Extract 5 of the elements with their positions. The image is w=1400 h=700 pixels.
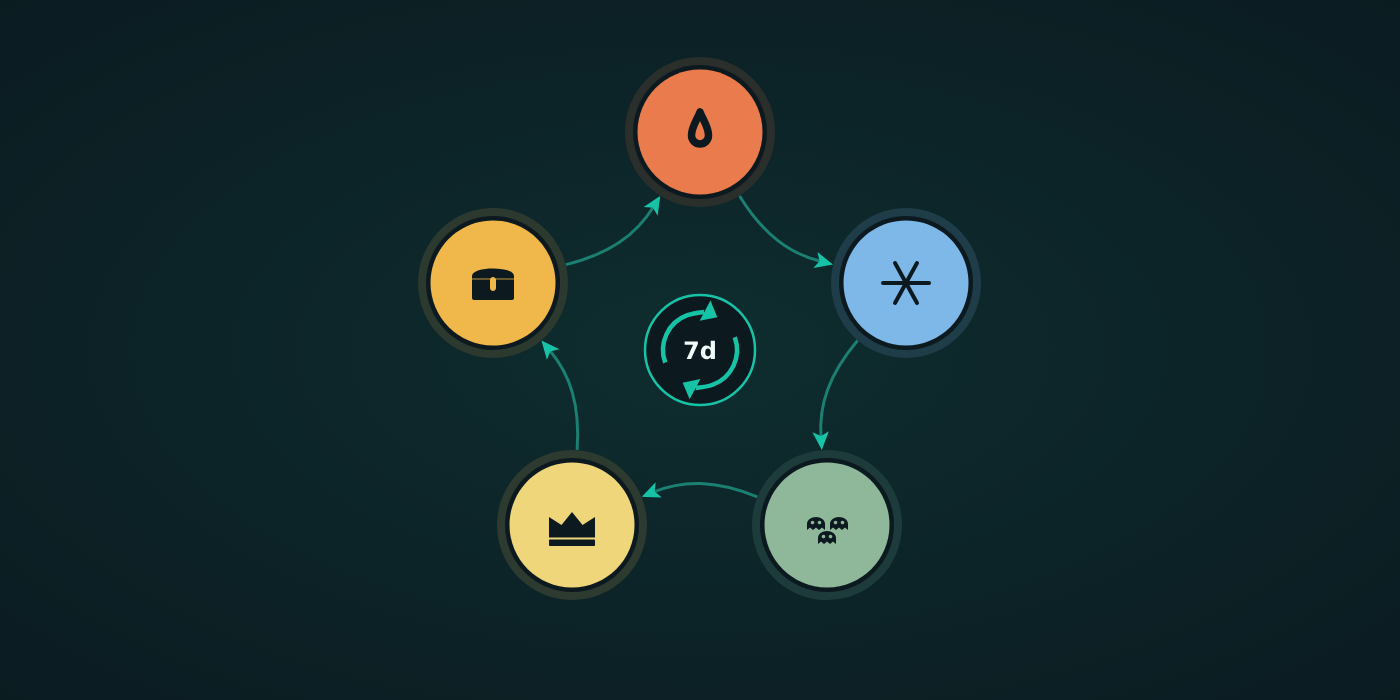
circle-node [418, 208, 568, 358]
circle-node [497, 450, 647, 600]
circle-node [625, 57, 775, 207]
circle-node [752, 450, 902, 600]
circle-node [831, 208, 981, 358]
